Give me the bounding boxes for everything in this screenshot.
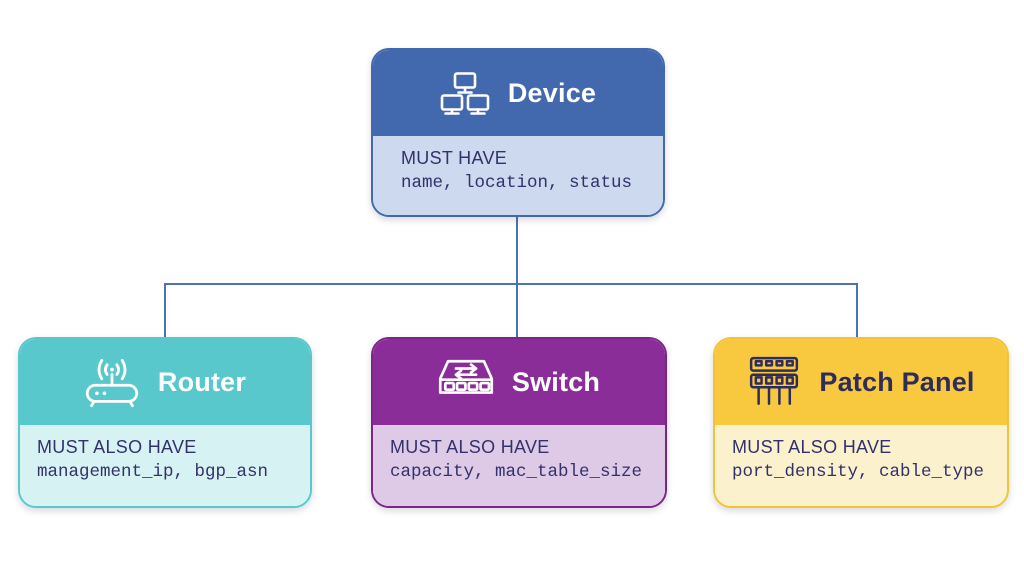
network-devices-icon bbox=[440, 71, 490, 116]
node-device-body: MUST HAVE name, location, status bbox=[373, 136, 663, 215]
connector-drop-router bbox=[164, 283, 166, 337]
node-switch-title: Switch bbox=[511, 366, 601, 397]
node-router-requirement-label: MUST ALSO HAVE bbox=[37, 437, 197, 457]
node-patch-panel-body: MUST ALSO HAVE port_density, cable_type bbox=[715, 425, 1007, 506]
node-patch-panel-requirement-label: MUST ALSO HAVE bbox=[732, 437, 892, 457]
node-patch-panel: Patch Panel MUST ALSO HAVE port_density,… bbox=[713, 337, 1009, 508]
node-patch-panel-title: Patch Panel bbox=[819, 366, 975, 397]
node-switch: Switch MUST ALSO HAVE capacity, mac_tabl… bbox=[371, 337, 667, 508]
patch-panel-icon bbox=[747, 355, 801, 409]
node-patch-panel-attributes: port_density, cable_type bbox=[732, 462, 985, 482]
node-switch-body: MUST ALSO HAVE capacity, mac_table_size bbox=[373, 425, 665, 506]
connector-horizontal-rail bbox=[164, 283, 858, 285]
node-router-title: Router bbox=[157, 366, 247, 397]
node-router-attributes: management_ip, bgp_asn bbox=[37, 462, 269, 482]
connector-drop-patch-panel bbox=[856, 283, 858, 337]
node-router: Router MUST ALSO HAVE management_ip, bgp… bbox=[18, 337, 312, 508]
node-router-body: MUST ALSO HAVE management_ip, bgp_asn bbox=[20, 425, 310, 506]
node-router-header: Router bbox=[20, 339, 310, 425]
node-device-header: Device bbox=[373, 50, 663, 136]
node-switch-requirement-label: MUST ALSO HAVE bbox=[390, 437, 550, 457]
connector-drop-switch bbox=[516, 283, 518, 337]
node-device-title: Device bbox=[507, 77, 597, 108]
node-switch-attributes: capacity, mac_table_size bbox=[390, 462, 643, 482]
node-patch-panel-header: Patch Panel bbox=[715, 339, 1007, 425]
node-device: Device MUST HAVE name, location, status bbox=[371, 48, 665, 217]
node-device-requirement-label: MUST HAVE bbox=[401, 148, 508, 168]
node-device-attributes: name, location, status bbox=[401, 173, 633, 193]
wifi-router-icon bbox=[84, 356, 140, 408]
node-switch-header: Switch bbox=[373, 339, 665, 425]
connector-device-stem bbox=[516, 217, 518, 284]
network-switch-icon bbox=[438, 359, 494, 406]
